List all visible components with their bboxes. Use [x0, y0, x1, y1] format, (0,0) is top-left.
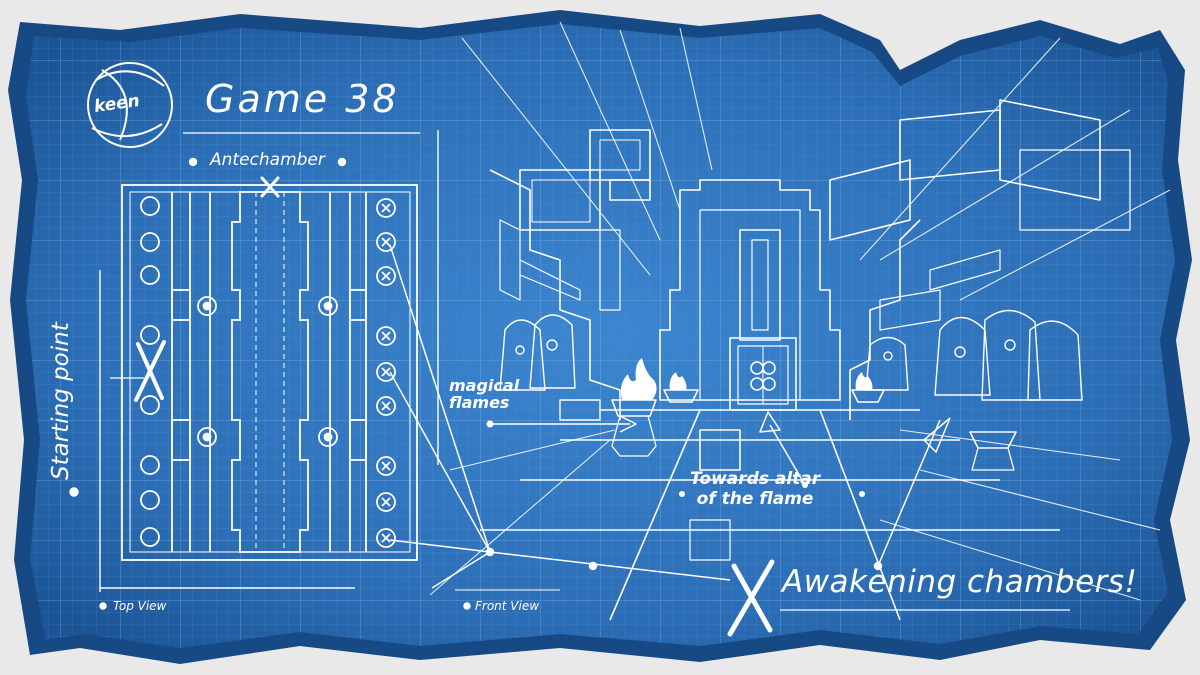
top-view-label: Top View	[113, 599, 167, 613]
awakening-chambers-label: Awakening chambers!	[782, 564, 1138, 600]
towards-altar-label: Towards altar of the flame	[690, 469, 821, 509]
brazier-right	[851, 389, 1017, 471]
keen-swirl-logo-icon	[87, 62, 173, 148]
left-chambers	[140, 196, 160, 547]
starting-point-label: Starting point	[48, 322, 74, 480]
starting-point-x-mark	[134, 340, 166, 402]
brazier-mid	[663, 389, 699, 403]
antechamber-x-mark	[260, 176, 280, 198]
game-title: Game 38	[205, 77, 400, 121]
front-view-sketch	[429, 21, 1171, 621]
awakening-x-mark	[727, 559, 775, 637]
magical-flames-label: magical flames	[449, 376, 520, 412]
front-view-label: Front View	[475, 599, 540, 613]
awakening-chamber-markers	[376, 198, 396, 548]
magical-flame-icon	[486, 358, 873, 497]
antechamber-label: Antechamber	[210, 150, 325, 170]
awakening-pointer-lines	[389, 244, 951, 589]
annotation-rulers	[69, 130, 1070, 611]
